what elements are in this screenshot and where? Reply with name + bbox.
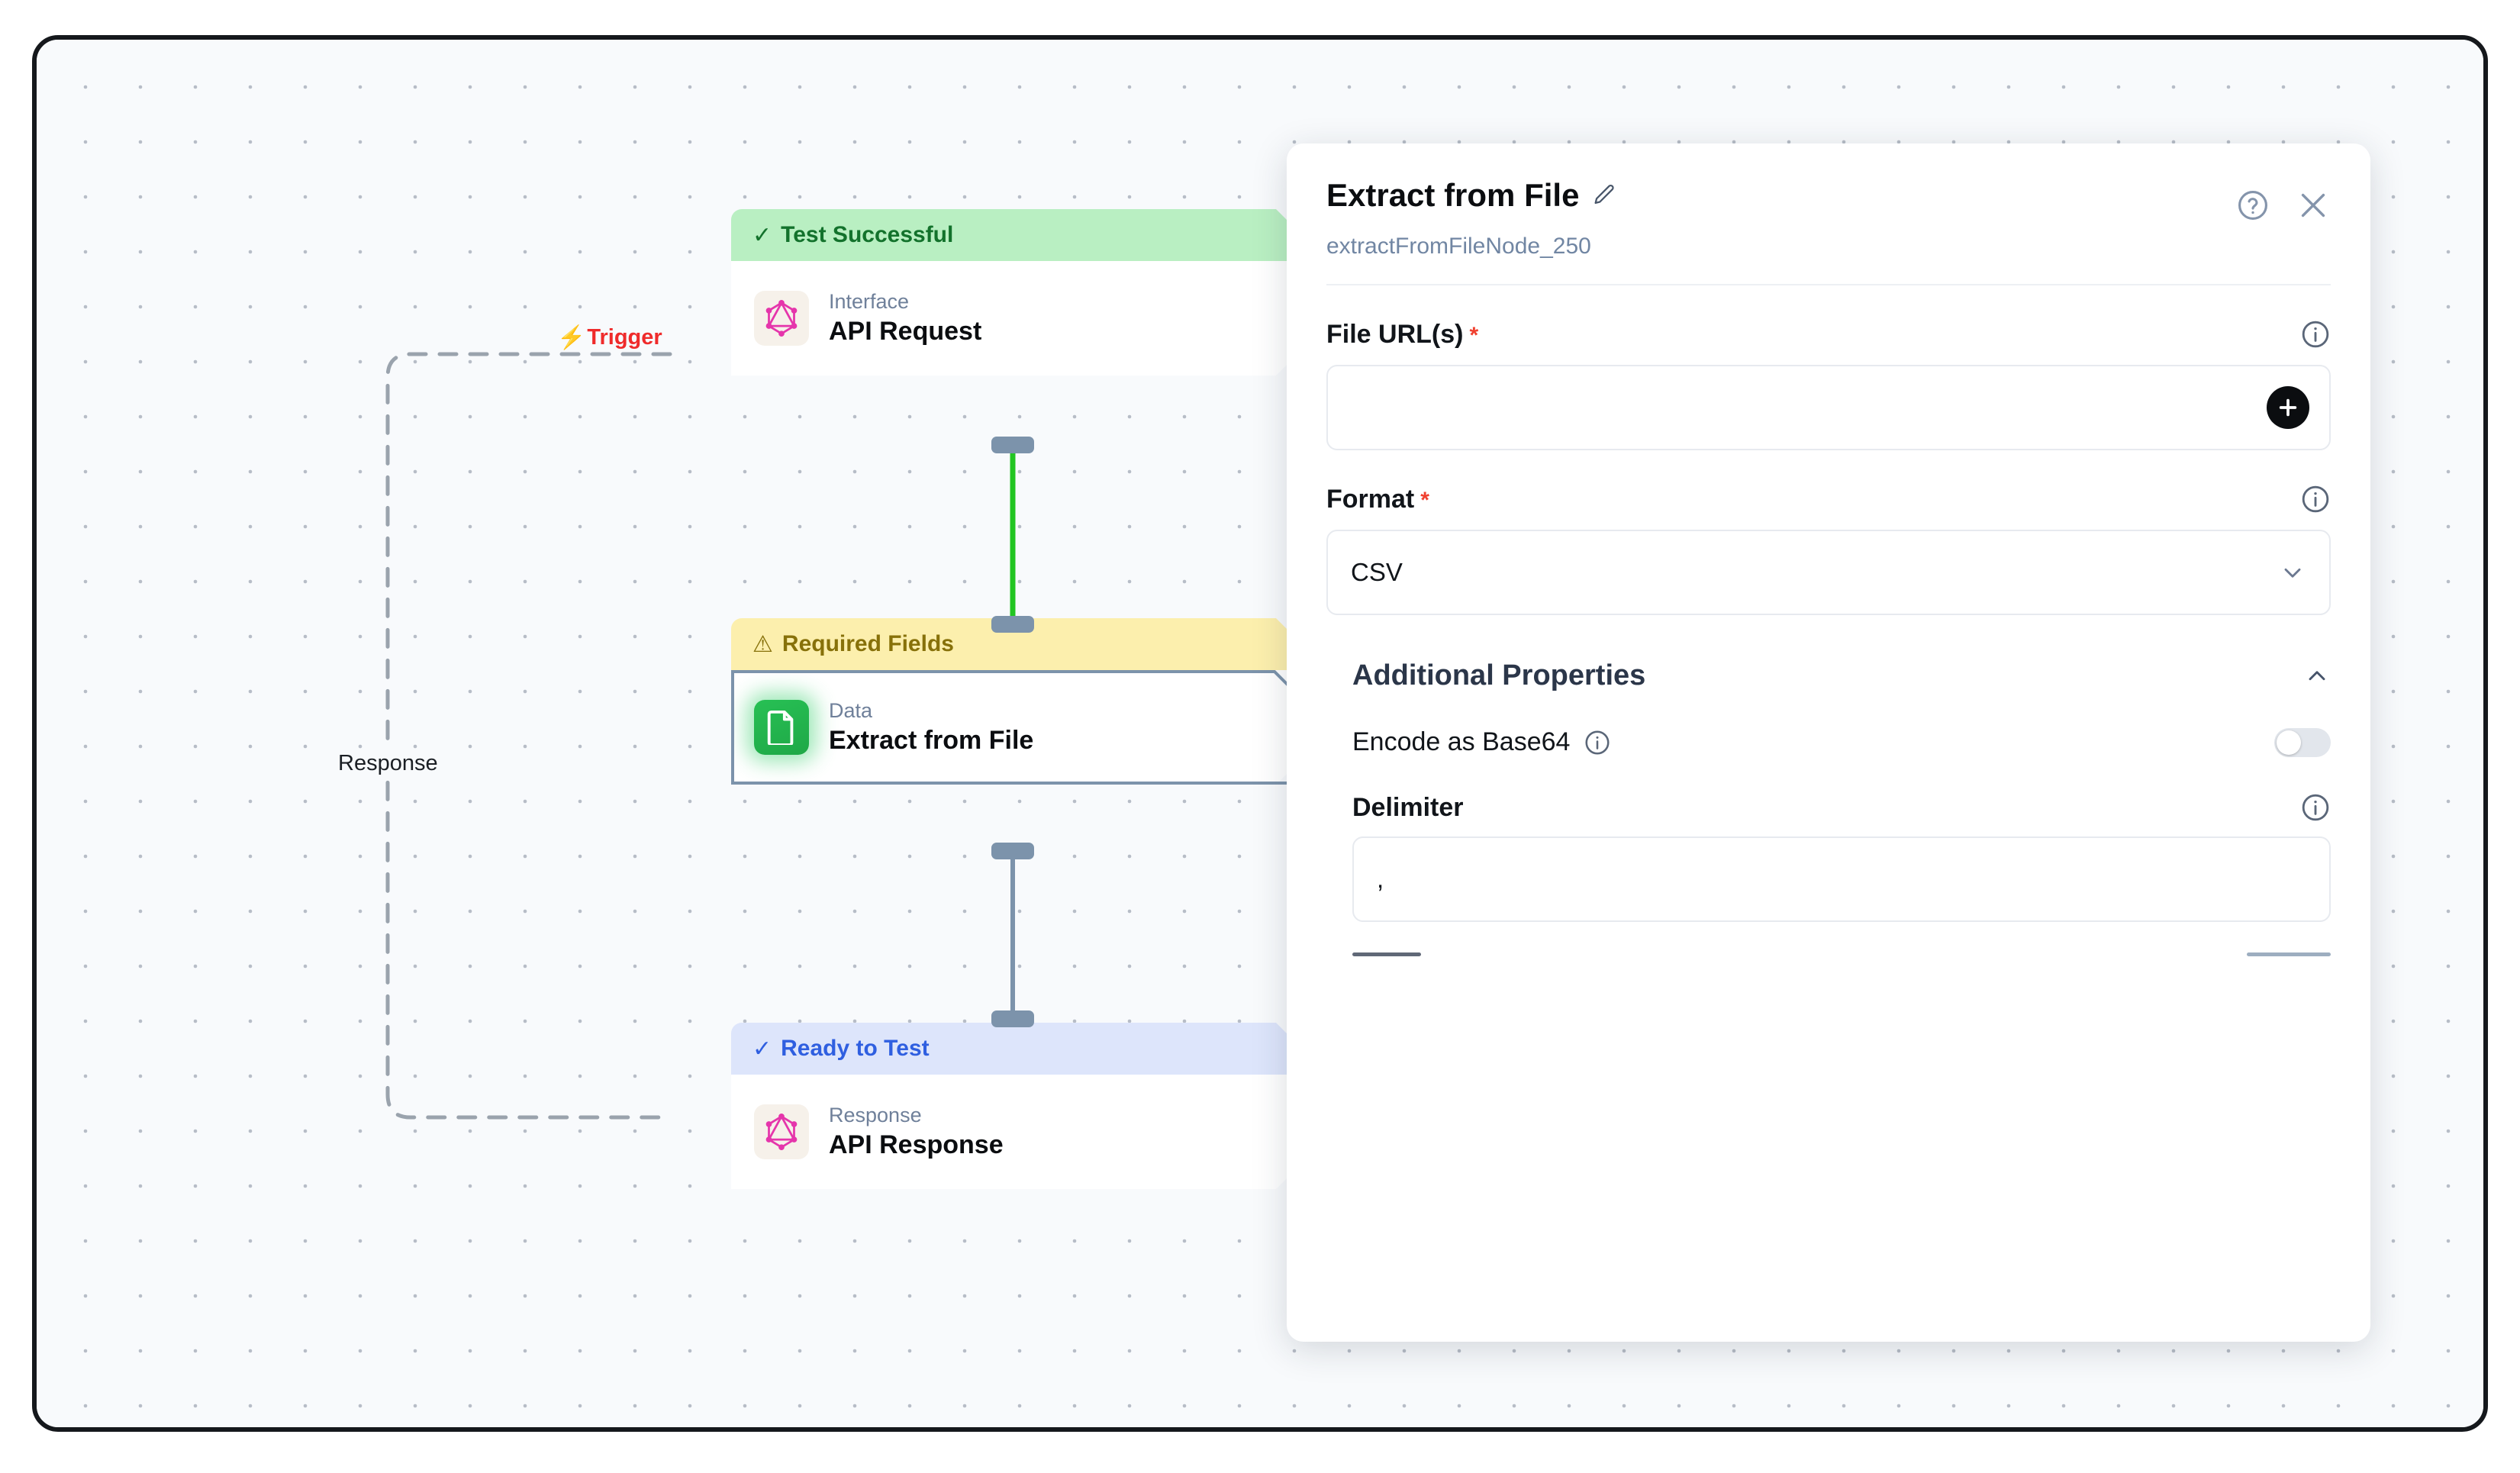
encode-base64-toggle[interactable]	[2274, 727, 2331, 757]
field-label-text: File URL(s)	[1326, 319, 1464, 349]
chevron-down-icon[interactable]	[2279, 559, 2306, 586]
node-title-label: API Response	[829, 1130, 1004, 1159]
help-circle-icon[interactable]	[2236, 189, 2270, 222]
field-label-text: Encode as Base64	[1352, 727, 1571, 756]
field-format: Format * CSV	[1326, 484, 2331, 615]
node-status-label: Required Fields	[781, 631, 954, 656]
panel-header: Extract from File	[1287, 143, 2370, 285]
panel-divider	[1326, 284, 2331, 285]
edge-label-response-text: Response	[338, 751, 438, 775]
delimiter-input-value: ,	[1377, 865, 1384, 893]
info-icon[interactable]	[2300, 792, 2331, 823]
field-label-text: Delimiter	[1352, 792, 1464, 822]
node-text: Response API Response	[829, 1104, 1004, 1160]
panel-title-text: Extract from File	[1326, 177, 1580, 213]
delimiter-input[interactable]: ,	[1352, 836, 2331, 922]
warning-triangle-icon: ⚠	[752, 631, 773, 657]
graphql-icon	[754, 1104, 809, 1159]
node-body[interactable]: Data Extract from File	[731, 670, 1296, 785]
trigger-response-edge	[385, 352, 672, 1120]
node-body[interactable]: Interface API Request	[731, 261, 1296, 376]
panel-header-actions	[2236, 177, 2331, 223]
edge-label-trigger-text: Trigger	[587, 325, 662, 350]
section-title-text: Additional Properties	[1352, 659, 1646, 691]
node-config-panel: Extract from File	[1287, 143, 2370, 1342]
node-text: Interface API Request	[829, 290, 981, 346]
format-select[interactable]: CSV	[1326, 530, 2331, 615]
node-api-response[interactable]: ✓ Ready to Test	[731, 1023, 1296, 1189]
info-icon[interactable]	[2300, 319, 2331, 350]
node-handle-output-1[interactable]	[991, 437, 1034, 453]
node-kind-label: Response	[829, 1104, 922, 1127]
required-marker: *	[1420, 487, 1429, 513]
section-additional-properties[interactable]: Additional Properties	[1326, 659, 2331, 692]
node-title-label: Extract from File	[829, 726, 1034, 755]
close-x-icon[interactable]	[2296, 188, 2331, 223]
field-label: File URL(s) *	[1326, 320, 1478, 350]
field-label-text: Format	[1326, 484, 1415, 514]
plus-icon[interactable]	[2267, 386, 2309, 429]
field-label: Encode as Base64	[1352, 727, 1611, 757]
info-icon[interactable]	[1584, 729, 1611, 756]
required-marker: *	[1469, 322, 1479, 348]
edge-label-response: Response	[330, 749, 446, 778]
node-api-request[interactable]: ✓ Test Successful	[731, 209, 1296, 376]
node-kind-label: Interface	[829, 290, 910, 313]
panel-node-id: extractFromFileNode_250	[1326, 234, 1591, 259]
panel-title: Extract from File	[1326, 177, 1617, 214]
node-status-ready-to-test: ✓ Ready to Test	[731, 1023, 1296, 1075]
field-file-urls: File URL(s) *	[1326, 319, 2331, 450]
check-icon: ✓	[752, 1036, 772, 1062]
field-delimiter: Delimiter ,	[1326, 792, 2331, 922]
graphql-icon	[754, 291, 809, 346]
clipped-control-stub	[2247, 952, 2331, 956]
node-text: Data Extract from File	[829, 699, 1033, 756]
workflow-canvas[interactable]: ⚡ Trigger Response ✓ Test Successful	[37, 40, 2483, 1427]
toggle-knob	[2277, 730, 2301, 755]
node-status-label: Ready to Test	[781, 1036, 930, 1061]
info-icon[interactable]	[2300, 484, 2331, 514]
node-status-test-successful: ✓ Test Successful	[731, 209, 1296, 261]
node-handle-output-2[interactable]	[991, 843, 1034, 859]
node-status-label: Test Successful	[781, 222, 954, 247]
node-handle-input-3[interactable]	[991, 1010, 1034, 1027]
pencil-icon[interactable]	[1591, 182, 1617, 208]
node-extract-from-file[interactable]: ⚠ Required Fields Data Extract from File	[731, 618, 1296, 785]
document-file-icon	[754, 700, 809, 755]
node-handle-input-2[interactable]	[991, 616, 1034, 633]
app-window: ⚡ Trigger Response ✓ Test Successful	[32, 35, 2488, 1432]
node-title-label: API Request	[829, 317, 982, 346]
clipped-next-field-row	[1326, 952, 2331, 956]
chevron-up-icon[interactable]	[2303, 662, 2331, 690]
file-urls-input[interactable]	[1326, 365, 2331, 450]
format-select-value: CSV	[1351, 558, 1403, 586]
panel-body: File URL(s) *	[1287, 285, 2370, 1323]
clipped-label-stub	[1352, 952, 1421, 956]
field-label: Format *	[1326, 485, 1429, 514]
lightning-bolt-icon: ⚡	[557, 324, 586, 350]
field-encode-base64: Encode as Base64	[1326, 727, 2331, 757]
node-kind-label: Data	[829, 699, 873, 722]
check-icon: ✓	[752, 222, 772, 248]
node-body[interactable]: Response API Response	[731, 1075, 1296, 1189]
edge-label-trigger: ⚡ Trigger	[549, 324, 670, 352]
